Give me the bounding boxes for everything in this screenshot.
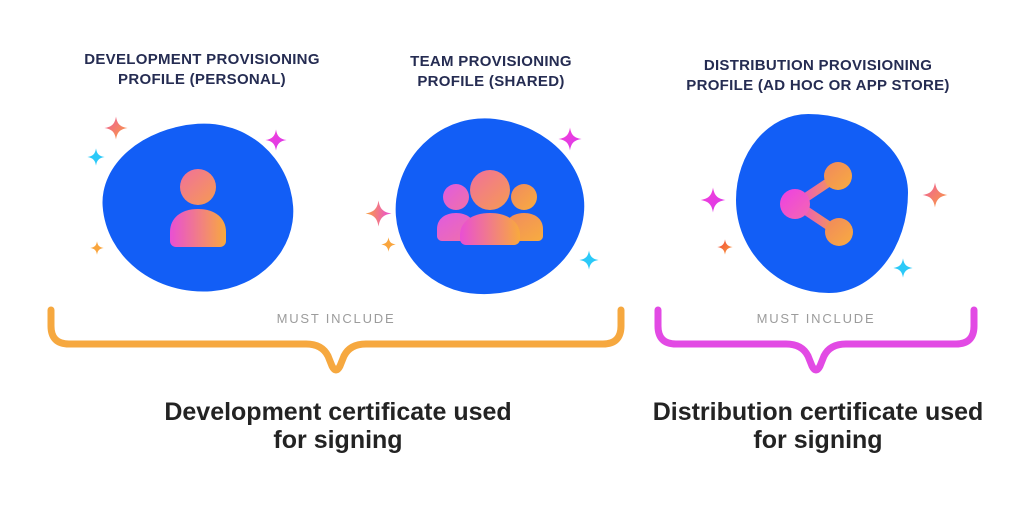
must-include-label: MUST INCLUDE bbox=[756, 311, 876, 326]
sparkle-icon bbox=[893, 258, 913, 278]
sparkle-icon bbox=[579, 250, 599, 270]
sparkle-icon bbox=[90, 241, 104, 255]
sparkle-icon bbox=[922, 182, 948, 208]
team-icon bbox=[437, 170, 543, 245]
sparkle-icon bbox=[700, 187, 726, 213]
share-icon bbox=[780, 161, 853, 246]
title-team-profile: TEAM PROVISIONING PROFILE (SHARED) bbox=[410, 53, 572, 91]
distribution-brace bbox=[654, 306, 978, 374]
sparkle-icon bbox=[87, 148, 105, 166]
development-brace bbox=[47, 306, 625, 374]
person-icon bbox=[170, 169, 226, 247]
sparkle-icon bbox=[717, 239, 733, 255]
sparkle-icon bbox=[365, 200, 392, 227]
development-blob bbox=[97, 117, 299, 299]
title-development-profile: DEVELOPMENT PROVISIONING PROFILE (PERSON… bbox=[84, 51, 320, 89]
sparkle-icon bbox=[265, 129, 287, 151]
distribution-blob bbox=[736, 114, 908, 293]
must-include-label: MUST INCLUDE bbox=[276, 311, 396, 326]
development-certificate-caption: Development certificate used for signing bbox=[164, 398, 512, 454]
team-blob bbox=[385, 108, 595, 306]
sparkle-icon bbox=[381, 237, 396, 252]
title-distribution-profile: DISTRIBUTION PROVISIONING PROFILE (AD HO… bbox=[686, 57, 950, 95]
distribution-certificate-caption: Distribution certificate used for signin… bbox=[652, 398, 984, 454]
sparkle-icon bbox=[558, 127, 582, 151]
sparkle-icon bbox=[104, 116, 128, 140]
